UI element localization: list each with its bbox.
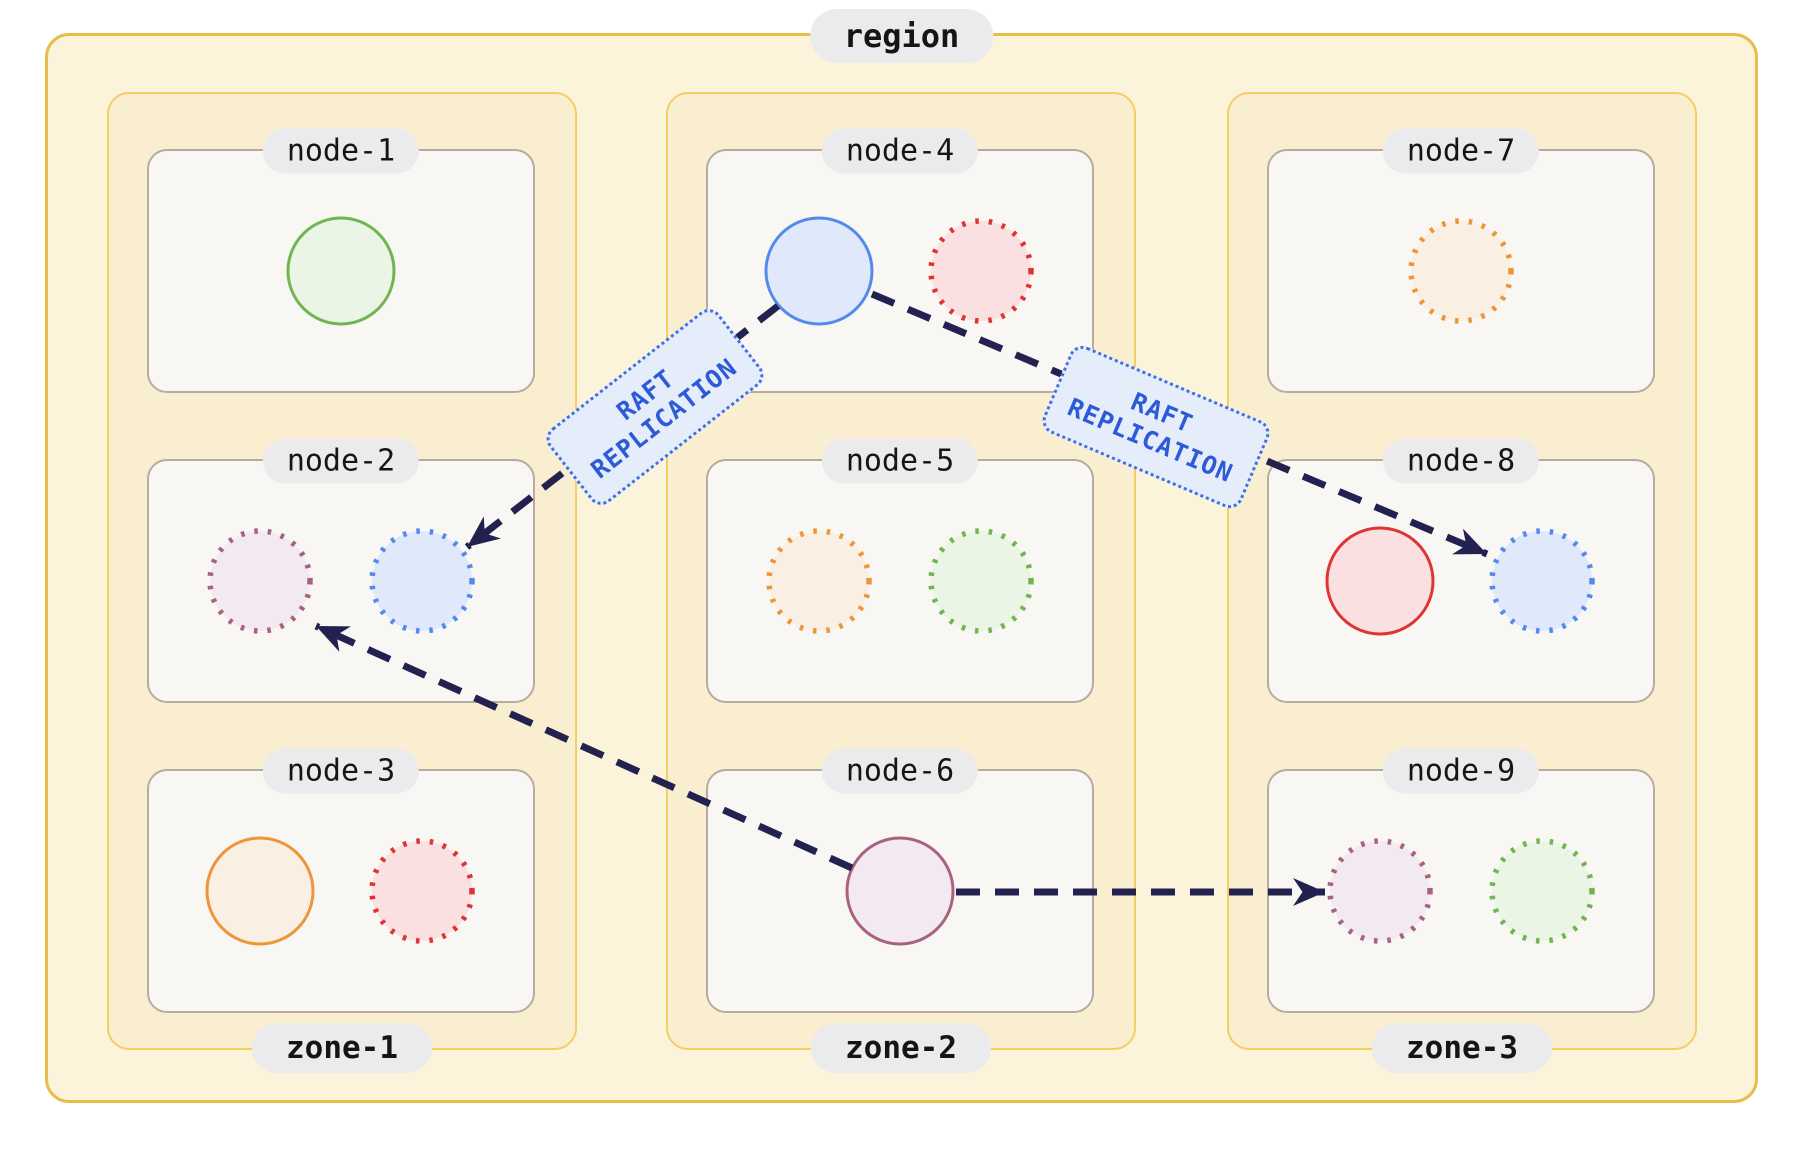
node-6-replicas bbox=[844, 835, 956, 947]
node-4-box: node-4 bbox=[706, 128, 1094, 393]
zone-2-container: node-4 node-5 node-6 zone-2 bbox=[666, 92, 1136, 1073]
zone-1-container: node-1 node-2 node-3 zone-1 bbox=[107, 92, 577, 1073]
node-9-box: node-9 bbox=[1267, 748, 1655, 1013]
replica-circle-purple-solid bbox=[845, 836, 955, 946]
node-6-label: node-6 bbox=[821, 748, 979, 794]
replica-circle-purple-dotted bbox=[207, 528, 313, 634]
replica-circle-purple-dotted bbox=[1327, 838, 1433, 944]
replica-circle-red-dotted bbox=[928, 218, 1034, 324]
node-4-label: node-4 bbox=[821, 128, 979, 174]
zone-2-label: zone-2 bbox=[811, 1023, 991, 1073]
node-2-replicas bbox=[204, 525, 478, 637]
node-5-box: node-5 bbox=[706, 438, 1094, 703]
replica-circle-orange-dotted bbox=[1408, 218, 1514, 324]
node-1-box: node-1 bbox=[147, 128, 535, 393]
node-4-replicas bbox=[763, 215, 1037, 327]
node-3-replicas bbox=[204, 835, 478, 947]
zone-3-label: zone-3 bbox=[1372, 1023, 1552, 1073]
replica-circle-green-solid bbox=[286, 216, 396, 326]
node-3-box: node-3 bbox=[147, 748, 535, 1013]
node-9-label: node-9 bbox=[1382, 748, 1540, 794]
node-8-label: node-8 bbox=[1382, 438, 1540, 484]
node-5-replicas bbox=[763, 525, 1037, 637]
region-label: region bbox=[809, 9, 994, 63]
replica-circle-blue-dotted bbox=[369, 528, 475, 634]
node-2-box: node-2 bbox=[147, 438, 535, 703]
replica-circle-red-dotted bbox=[369, 838, 475, 944]
replica-circle-blue-dotted bbox=[1489, 528, 1595, 634]
replica-circle-orange-dotted bbox=[766, 528, 872, 634]
replica-circle-orange-solid bbox=[205, 836, 315, 946]
node-8-replicas bbox=[1324, 525, 1598, 637]
replica-circle-green-dotted bbox=[928, 528, 1034, 634]
zone-3-container: node-7 node-8 node-9 zone-3 bbox=[1227, 92, 1697, 1073]
node-7-box: node-7 bbox=[1267, 128, 1655, 393]
node-8-box: node-8 bbox=[1267, 438, 1655, 703]
node-2-label: node-2 bbox=[262, 438, 420, 484]
node-1-replicas bbox=[285, 215, 397, 327]
node-7-replicas bbox=[1405, 215, 1517, 327]
node-1-label: node-1 bbox=[262, 128, 420, 174]
node-3-label: node-3 bbox=[262, 748, 420, 794]
replica-circle-red-solid bbox=[1325, 526, 1435, 636]
node-9-replicas bbox=[1324, 835, 1598, 947]
zone-1-label: zone-1 bbox=[252, 1023, 432, 1073]
replica-circle-blue-solid bbox=[764, 216, 874, 326]
node-7-label: node-7 bbox=[1382, 128, 1540, 174]
node-6-box: node-6 bbox=[706, 748, 1094, 1013]
node-5-label: node-5 bbox=[821, 438, 979, 484]
replica-circle-green-dotted bbox=[1489, 838, 1595, 944]
